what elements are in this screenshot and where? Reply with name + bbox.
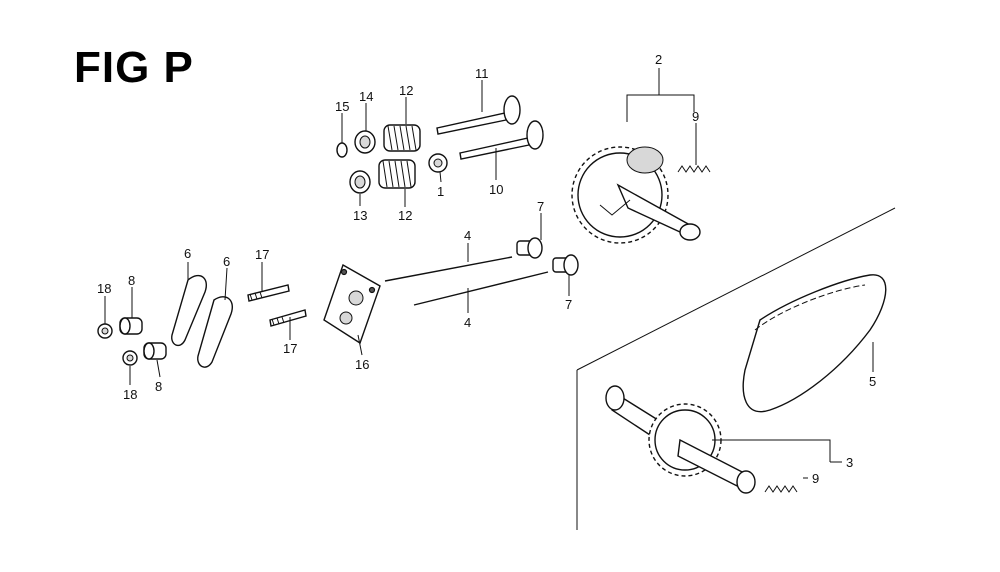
- callout-9-upper: 9: [692, 109, 699, 124]
- callout-8-upper: 8: [128, 273, 135, 288]
- leader-lines: [104, 68, 874, 479]
- callout-4-lower: 4: [464, 315, 471, 330]
- callout-1: 1: [437, 184, 444, 199]
- exhaust-valve-10: [459, 120, 544, 160]
- valve-spring-retainer-13: [349, 170, 371, 194]
- push-rod-guide-plate-16: [323, 263, 381, 345]
- valve-spring-12-upper: [383, 124, 421, 152]
- callout-15: 15: [335, 99, 349, 114]
- callout-13: 13: [353, 208, 367, 223]
- callout-16: 16: [355, 357, 369, 372]
- valve-spring-retainer-14: [354, 130, 376, 154]
- tappet-7-lower: [552, 254, 579, 276]
- spring-9-lower: [764, 485, 798, 493]
- push-rod-4-upper: [384, 256, 513, 282]
- rocker-arm-6-left: [171, 274, 207, 347]
- callout-3: 3: [846, 455, 853, 470]
- push-rod-4-lower: [413, 271, 549, 306]
- rocker-pivot-8-lower: [143, 342, 167, 360]
- callout-12-upper: 12: [399, 83, 413, 98]
- callout-7-lower: 7: [565, 297, 572, 312]
- callout-8-lower: 8: [155, 379, 162, 394]
- camshaft-gear-2: [571, 146, 701, 244]
- inset-border: [576, 207, 896, 530]
- callout-18-upper: 18: [97, 281, 111, 296]
- stud-17-upper: [247, 284, 290, 302]
- spring-9-upper: [677, 165, 711, 173]
- timing-chain-5: [742, 274, 887, 413]
- callout-17-upper: 17: [255, 247, 269, 262]
- callout-5: 5: [869, 374, 876, 389]
- tappet-7-upper: [516, 237, 543, 259]
- callout-14: 14: [359, 89, 373, 104]
- callout-6-left: 6: [184, 246, 191, 261]
- callout-12-lower: 12: [398, 208, 412, 223]
- stud-17-lower: [269, 309, 307, 327]
- callout-17-lower: 17: [283, 341, 297, 356]
- callout-2: 2: [655, 52, 662, 67]
- valve-rotator-1: [428, 153, 448, 173]
- rocker-nut-18-lower: [122, 350, 138, 366]
- callout-labels: 15 14 12 11 13 12 1 10 2 9 7 7 4 4 6 6 1…: [97, 52, 876, 486]
- intake-valve-11: [436, 95, 521, 135]
- callout-7-upper: 7: [537, 199, 544, 214]
- rocker-pivot-8-upper: [119, 317, 143, 335]
- rocker-arm-6-right: [197, 296, 233, 368]
- valve-spring-12-lower: [378, 159, 416, 189]
- callout-9-lower: 9: [812, 471, 819, 486]
- crankshaft-gear-3: [605, 385, 756, 494]
- rocker-nut-18-upper: [97, 323, 113, 339]
- callout-11: 11: [475, 66, 489, 81]
- callout-4-upper: 4: [464, 228, 471, 243]
- figure-title: FIG P: [74, 43, 194, 92]
- callout-6-right: 6: [223, 254, 230, 269]
- valve-cotter-15: [336, 142, 348, 158]
- callout-10: 10: [489, 182, 503, 197]
- callout-18-lower: 18: [123, 387, 137, 402]
